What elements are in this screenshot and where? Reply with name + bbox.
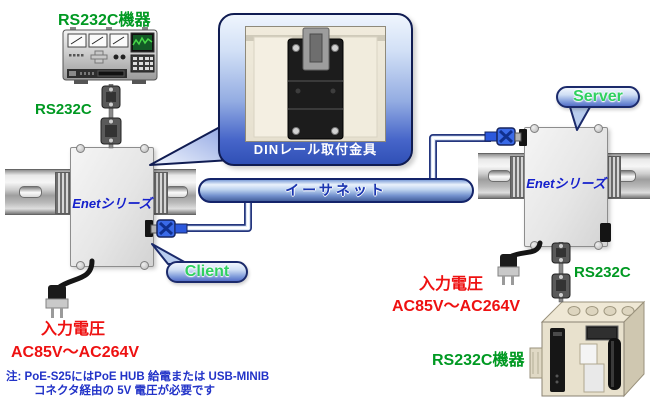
left-power-range: AC85V～AC264V	[11, 344, 140, 361]
label-rs232c-right: RS232C	[574, 264, 631, 281]
enet-right-side-connector	[600, 223, 611, 242]
box-screw	[76, 261, 85, 270]
serial-cable-left	[100, 84, 122, 149]
enet-left-ethernet-port	[145, 220, 153, 237]
rail-knurl	[55, 172, 70, 214]
label-rs232c-device-top: RS232C機器	[58, 12, 151, 29]
box-screw	[76, 144, 85, 153]
ethernet-cable-left	[186, 200, 252, 232]
box-screw	[140, 261, 149, 270]
measuring-instrument-illustration	[62, 27, 158, 84]
power-plug-left	[45, 258, 95, 318]
ethernet-bus: イーサネット	[198, 178, 474, 203]
enet-box-left-label: Enetシリーズ	[72, 196, 152, 211]
server-tag-tail	[569, 106, 591, 131]
box-screw	[140, 144, 149, 153]
din-bracket-illustration	[246, 27, 385, 140]
right-power-title: 入力電圧	[419, 276, 484, 293]
right-power-range: AC85V～AC264V	[392, 298, 521, 315]
power-plug-right	[497, 240, 543, 285]
label-rs232c-device-bottom: RS232C機器	[432, 352, 525, 369]
left-power-title: 入力電圧	[41, 321, 106, 338]
callout-caption: DINレール取付金具	[253, 142, 378, 157]
rail-slot	[19, 186, 42, 198]
poe-note: 注: PoE-S25にはPoE HUB 給電または USB-MINIB コネクタ…	[6, 370, 269, 398]
box-screw	[594, 124, 603, 133]
enet-right-ethernet-port	[519, 129, 527, 146]
serial-cable-right	[551, 242, 571, 303]
enet-box-left: Enetシリーズ	[70, 144, 154, 270]
servo-drive-illustration	[529, 300, 646, 398]
usb-connector-right	[484, 127, 522, 146]
ethernet-cable-right	[429, 134, 491, 182]
poe-note-line1: 注: PoE-S25にはPoE HUB 給電または USB-MINIB	[6, 371, 270, 383]
usb-connector-left	[150, 219, 188, 238]
poe-note-line2: コネクタ経由の 5V 電圧が必要です	[34, 385, 215, 397]
box-screw	[594, 241, 603, 250]
enet-box-right-label: Enetシリーズ	[526, 176, 606, 191]
din-bracket-callout: DINレール取付金具	[218, 13, 413, 166]
client-tag: Client	[166, 261, 248, 283]
enet-box-right: Enetシリーズ	[524, 124, 608, 250]
box-screw	[530, 124, 539, 133]
server-tag: Server	[556, 86, 640, 108]
din-bracket-photo	[245, 26, 386, 142]
label-rs232c-left: RS232C	[35, 101, 92, 118]
